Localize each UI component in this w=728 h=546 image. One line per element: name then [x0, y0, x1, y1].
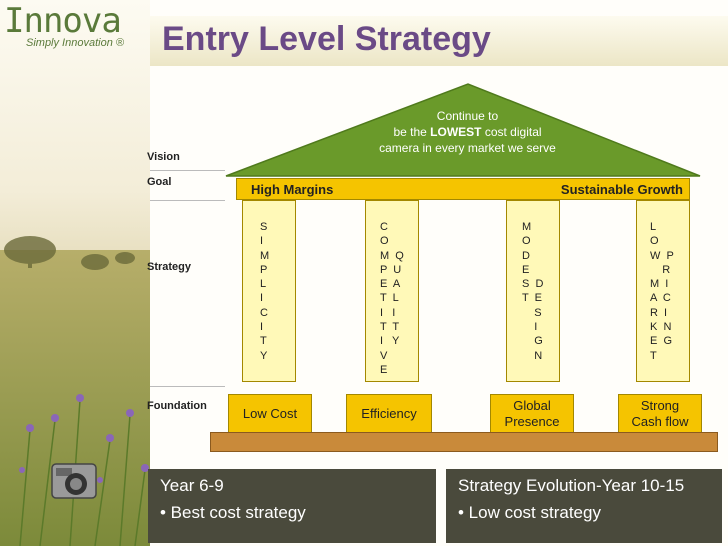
goal-high-margins: High Margins [251, 182, 333, 197]
goal-sustainable-growth: Sustainable Growth [561, 182, 683, 197]
vision-line-2: be the LOWEST cost digital [355, 124, 580, 140]
foundation-platform [210, 432, 718, 452]
foundation-strong-cash-flow: Strong Cash flow [618, 394, 702, 434]
vision-statement: Continue to be the LOWEST cost digital c… [355, 108, 580, 156]
panel-title: Year 6-9 [160, 476, 224, 496]
panel-strategy-evolution: Strategy Evolution-Year 10-15 • Low cost… [446, 469, 722, 543]
panel-title: Strategy Evolution-Year 10-15 [458, 476, 684, 496]
pillar-text-low-market-pricing: L O W P R M I A C R I K N E G T [650, 220, 674, 363]
pillar-text-simplicity: S I M P L I C I T Y [260, 220, 269, 363]
panel-year-6-9: Year 6-9 • Best cost strategy [148, 469, 436, 543]
panel-bullet: • Low cost strategy [458, 503, 601, 523]
foundation-efficiency: Efficiency [346, 394, 432, 434]
foundation-global-presence: Global Presence [490, 394, 574, 434]
goal-beam: High Margins Sustainable Growth [236, 178, 690, 200]
panel-bullet: • Best cost strategy [160, 503, 306, 523]
pillar-text-competitive-quality: C O M Q P U E A T L I I T T I Y V E [380, 220, 404, 377]
foundation-low-cost: Low Cost [228, 394, 312, 434]
vision-line-1: Continue to [355, 108, 580, 124]
pillar-text-modest-design: M O D E S D T E S I G N [522, 220, 543, 363]
vision-line-3: camera in every market we serve [355, 140, 580, 156]
